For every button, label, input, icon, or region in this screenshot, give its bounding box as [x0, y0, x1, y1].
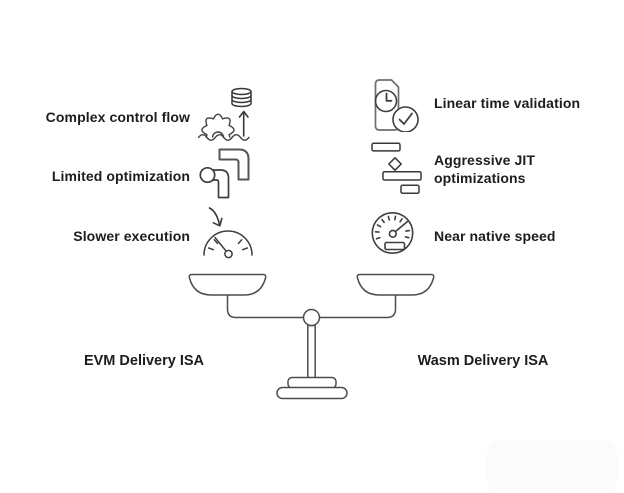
feature-label-slower-execution: Slower execution — [73, 228, 190, 244]
speedometer-icon — [371, 211, 414, 255]
watermark — [487, 441, 617, 489]
scale-base-top — [287, 376, 337, 389]
scale-base-bottom — [276, 386, 348, 400]
disconnected-pipes-icon — [199, 148, 250, 199]
right-side-title: Wasm Delivery ISA — [417, 353, 549, 369]
feature-label-aggressive-jit-optimizations: Aggressive JIT optimizations — [434, 152, 535, 186]
flowchart-blocks-icon — [371, 142, 422, 195]
sinking-gear-storage-icon — [196, 87, 252, 145]
scale-right-pan — [356, 273, 435, 296]
feature-label-complex-control-flow: Complex control flow — [45, 109, 190, 125]
down-arrow-icon — [208, 207, 223, 227]
document-clock-check-icon — [374, 79, 419, 132]
left-side-title: EVM Delivery ISA — [83, 353, 205, 369]
scale-pivot — [302, 308, 321, 327]
feature-label-linear-time-validation: Linear time validation — [434, 95, 581, 111]
feature-label-near-native-speed: Near native speed — [434, 228, 556, 244]
scale-pole — [307, 324, 316, 380]
scale-left-pan — [188, 273, 267, 296]
feature-label-limited-optimization: Limited optimization — [51, 168, 190, 184]
clock-icon — [374, 89, 398, 113]
low-gauge-down-arrow-icon — [203, 207, 253, 259]
up-arrow-icon — [238, 110, 249, 137]
